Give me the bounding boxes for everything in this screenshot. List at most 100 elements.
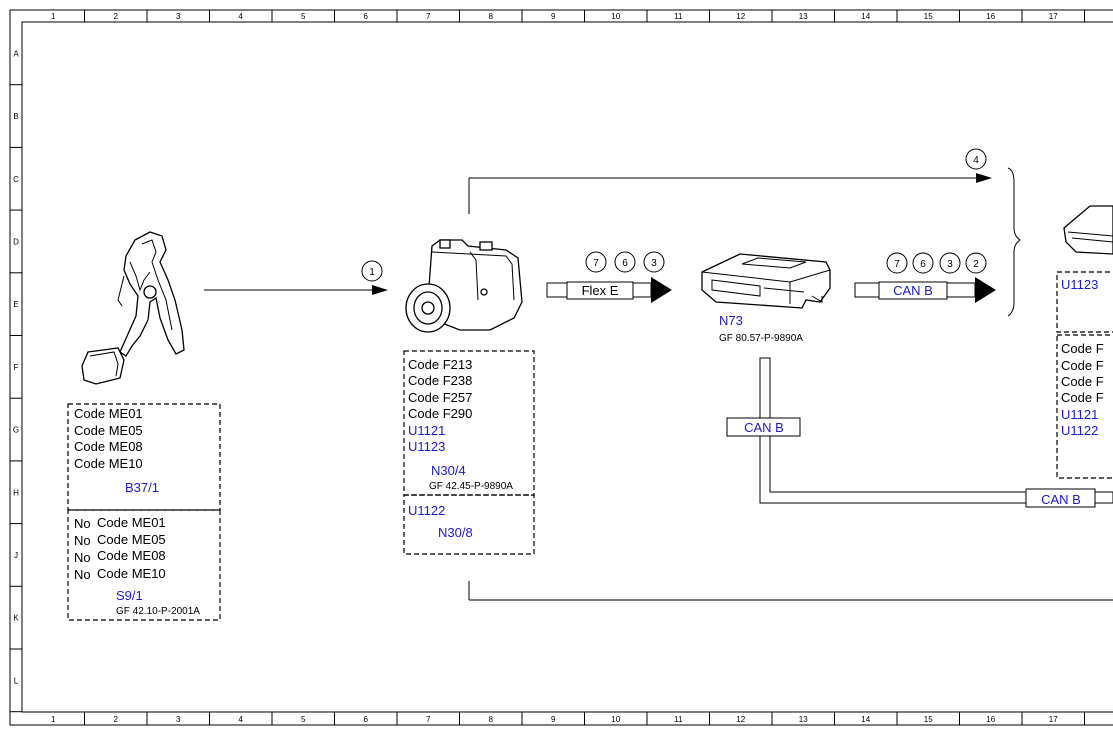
arrow-1-head xyxy=(372,285,388,295)
brake-pedal-illustration xyxy=(81,231,185,385)
flex-e-label: Flex E xyxy=(582,283,619,298)
can-marker-circle-1 xyxy=(886,252,908,274)
right-fault-2[interactable]: U1122 xyxy=(1061,423,1098,438)
connection-marker-4-text: 4 xyxy=(973,155,979,166)
n73-control-unit-illustration xyxy=(701,253,831,309)
grid-row-label: L xyxy=(14,676,19,685)
grid-column-label: 4 xyxy=(239,715,244,724)
grid-ruler: 1122334455667788991010111112121313141415… xyxy=(10,10,1085,725)
can-b-arrow-head xyxy=(975,277,996,303)
can-b-label-1[interactable]: CAN B xyxy=(893,283,933,298)
b37-code-box xyxy=(67,403,221,511)
grid-column-label: 1 xyxy=(51,12,56,21)
flex-marker-circle-3 xyxy=(643,251,665,273)
connection-marker-1 xyxy=(361,260,383,282)
can-marker-4: 2 xyxy=(973,259,979,270)
can-b-label-3[interactable]: CAN B xyxy=(1041,492,1081,507)
n30-4-fault-1[interactable]: U1121 xyxy=(408,423,445,438)
grid-column-label: 14 xyxy=(861,12,870,21)
b37-code-1: Code ME01 xyxy=(74,406,143,421)
grid-column-label: 14 xyxy=(861,715,870,724)
n73-component-id[interactable]: N73 xyxy=(719,313,743,328)
b37-code-4: Code ME10 xyxy=(74,456,143,471)
flex-marker-circle-2 xyxy=(614,251,636,273)
grid-column-label: 6 xyxy=(364,715,369,724)
n30-8-component-id[interactable]: N30/8 xyxy=(438,525,473,540)
can-b-label-2[interactable]: CAN B xyxy=(744,420,784,435)
can-marker-circle-4 xyxy=(965,252,987,274)
grid-column-label: 5 xyxy=(301,715,306,724)
n30-8-fault-1[interactable]: U1122 xyxy=(408,503,445,518)
grid-column-label: 3 xyxy=(176,715,181,724)
n30-4-code-2: Code F238 xyxy=(408,373,472,388)
n73-reference[interactable]: GF 80.57-P-9890A xyxy=(719,333,803,344)
grid-column-label: 7 xyxy=(426,715,431,724)
grid-column-label: 17 xyxy=(1049,12,1058,21)
grid-column-label: 16 xyxy=(986,12,995,21)
can-marker-3: 3 xyxy=(947,259,953,270)
grid-column-label: 9 xyxy=(551,715,556,724)
grid-column-label: 12 xyxy=(736,715,745,724)
flex-marker-circle-1 xyxy=(585,251,607,273)
connection-marker-4 xyxy=(965,148,987,170)
flex-marker-2: 6 xyxy=(622,258,628,269)
grid-column-label: 15 xyxy=(924,12,933,21)
n30-4-code-1: Code F213 xyxy=(408,357,472,372)
s9-component-id[interactable]: S9/1 xyxy=(116,588,143,603)
grid-column-label: 10 xyxy=(611,715,620,724)
esp-control-unit-illustration xyxy=(405,239,523,333)
can-b-wire xyxy=(759,357,1113,504)
grid-column-label: 1 xyxy=(51,715,56,724)
right-code-3: Code F xyxy=(1061,374,1104,389)
can-b-label-box-2 xyxy=(726,417,801,437)
grid-row-label: E xyxy=(13,300,18,309)
can-marker-circle-2 xyxy=(912,252,934,274)
s9-code-box xyxy=(67,509,221,621)
n30-8-code-box xyxy=(403,494,535,555)
grid-column-label: 2 xyxy=(114,12,119,21)
grid-column-label: 9 xyxy=(551,12,556,21)
s9-no-1: No xyxy=(74,516,91,531)
can-marker-1: 7 xyxy=(894,259,900,270)
flex-marker-1: 7 xyxy=(593,258,599,269)
s9-code-1: Code ME01 xyxy=(97,515,166,530)
grid-row-label: A xyxy=(13,49,19,58)
right-code-box xyxy=(1056,334,1113,479)
grid-column-label: 7 xyxy=(426,12,431,21)
flex-marker-3: 3 xyxy=(651,258,657,269)
right-code-4: Code F xyxy=(1061,390,1104,405)
connection-marker-1-text: 1 xyxy=(369,267,375,278)
right-code-1: Code F xyxy=(1061,341,1104,356)
s9-no-2: No xyxy=(74,533,91,548)
grid-row-label: H xyxy=(13,488,19,497)
outer-frame xyxy=(9,9,1113,726)
n30-4-component-id[interactable]: N30/4 xyxy=(431,463,466,478)
grid-column-label: 13 xyxy=(799,715,808,724)
right-fault-box-top xyxy=(1056,271,1113,333)
n30-4-fault-2[interactable]: U1123 xyxy=(408,439,445,454)
s9-no-4: No xyxy=(74,567,91,582)
grid-column-label: 11 xyxy=(674,715,683,724)
grid-column-label: 16 xyxy=(986,715,995,724)
grid-column-label: 13 xyxy=(799,12,808,21)
grid-row-label: K xyxy=(13,614,19,623)
can-b-label-box-3 xyxy=(1025,488,1096,508)
right-top-fault[interactable]: U1123 xyxy=(1061,277,1098,292)
s9-code-4: Code ME10 xyxy=(97,566,166,581)
s9-code-3: Code ME08 xyxy=(97,548,166,563)
right-code-2: Code F xyxy=(1061,358,1104,373)
n30-4-reference[interactable]: GF 42.45-P-9890A xyxy=(429,481,513,492)
s9-reference[interactable]: GF 42.10-P-2001A xyxy=(116,606,200,617)
arrow-4-head xyxy=(976,173,992,183)
flex-e-arrow-head xyxy=(651,277,672,303)
grid-column-label: 4 xyxy=(239,12,244,21)
grid-column-label: 12 xyxy=(736,12,745,21)
grid-row-label: B xyxy=(13,112,18,121)
b37-component-id[interactable]: B37/1 xyxy=(125,480,159,495)
grid-row-label: C xyxy=(13,175,19,184)
grid-column-label: 3 xyxy=(176,12,181,21)
grid-column-label: 10 xyxy=(611,12,620,21)
right-fault-1[interactable]: U1121 xyxy=(1061,407,1098,422)
b37-code-3: Code ME08 xyxy=(74,439,143,454)
